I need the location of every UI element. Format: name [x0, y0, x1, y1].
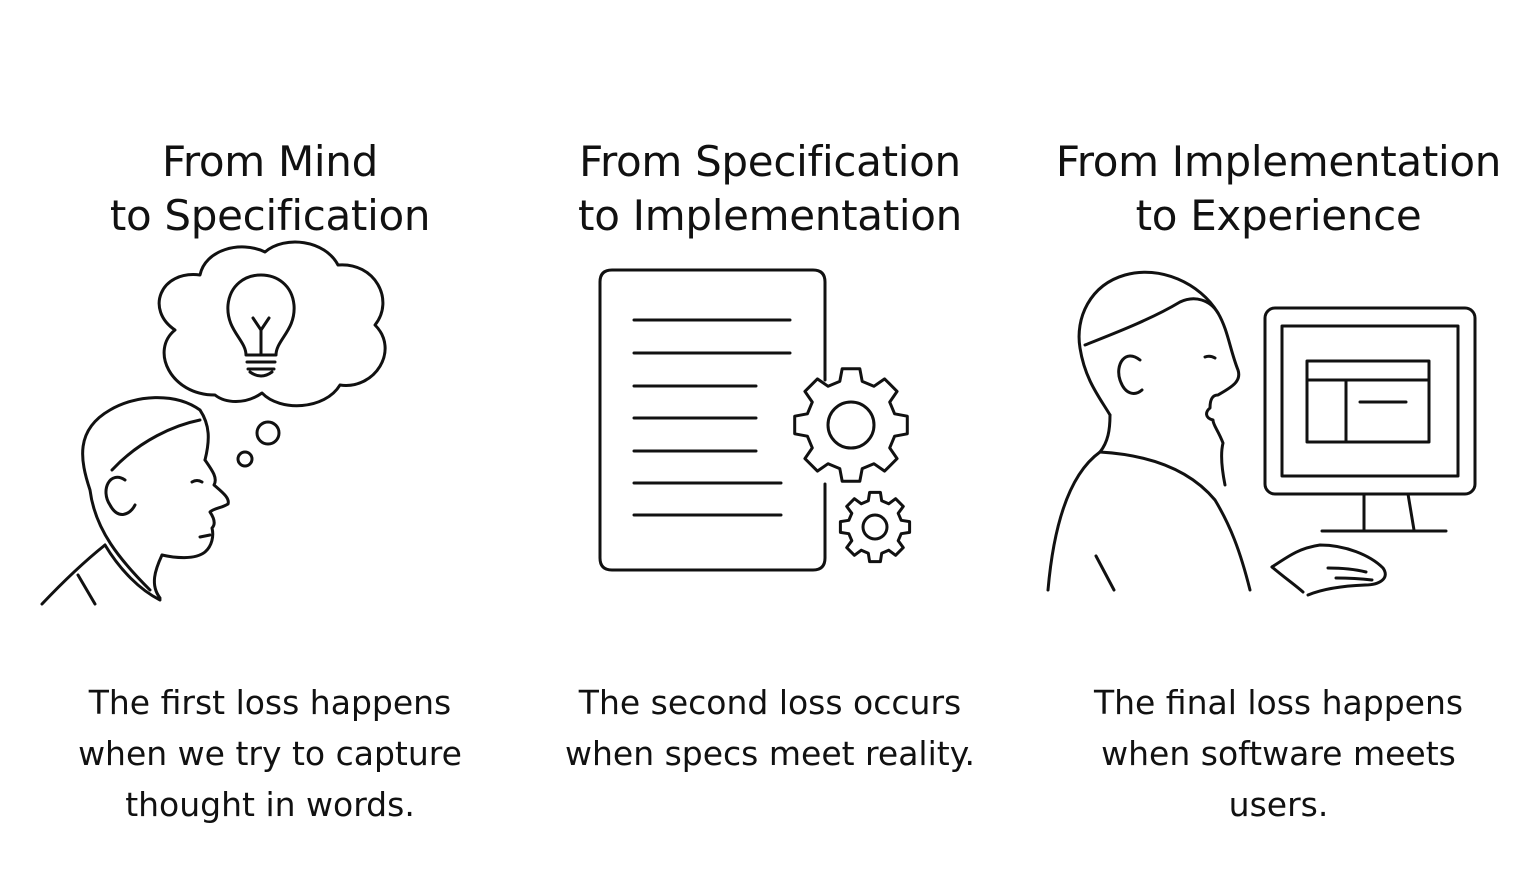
- stage-caption-line: when software meets: [1101, 734, 1456, 773]
- document-with-gears-icon: [598, 268, 912, 572]
- person-head: [1046, 270, 1252, 592]
- stage-caption-line: The final loss happens: [1093, 683, 1464, 722]
- gear-icon: [793, 367, 909, 483]
- mouse-icon: [1270, 543, 1387, 597]
- stage-title: From Mind to Specification: [0, 135, 540, 243]
- stage-title-line: to Specification: [109, 190, 431, 240]
- stage-caption: The final loss happens when software mee…: [1025, 677, 1532, 830]
- stage-title-line: to Experience: [1135, 190, 1422, 240]
- stage-caption-line: users.: [1228, 785, 1329, 824]
- stage-title-line: From Specification: [579, 136, 961, 186]
- document-icon: [598, 268, 827, 572]
- stage-title: From Implementation to Experience: [1025, 135, 1532, 243]
- gear-icon: [838, 490, 912, 564]
- monitor-icon: [1263, 306, 1477, 533]
- stage-caption: The first loss happens when we try to ca…: [0, 677, 540, 830]
- stage-title-line: From Mind: [162, 136, 378, 186]
- stage-caption-line: thought in words.: [125, 785, 415, 824]
- stage-title: From Specification to Implementation: [520, 135, 1020, 243]
- person-at-computer-icon: [1046, 270, 1477, 597]
- lightbulb-icon: [226, 273, 296, 378]
- stage-caption-line: The second loss occurs: [578, 683, 962, 722]
- stage-mind-to-specification: From Mind to Specification: [0, 0, 540, 884]
- person-thinking-icon: [40, 240, 387, 606]
- stage-caption-line: when we try to capture: [78, 734, 462, 773]
- stage-specification-to-implementation: From Specification to Implementation The…: [520, 0, 1020, 884]
- stage-title-line: From Implementation: [1055, 136, 1502, 186]
- person-head: [40, 396, 230, 606]
- stage-title-line: to Implementation: [578, 190, 962, 240]
- stage-implementation-to-experience: From Implementation to Experience: [1025, 0, 1532, 884]
- stage-caption-line: The first loss happens: [88, 683, 452, 722]
- thought-cloud-icon: [157, 240, 387, 468]
- stage-caption-line: when specs meet reality.: [564, 734, 976, 773]
- stage-caption: The second loss occurs when specs meet r…: [520, 677, 1020, 779]
